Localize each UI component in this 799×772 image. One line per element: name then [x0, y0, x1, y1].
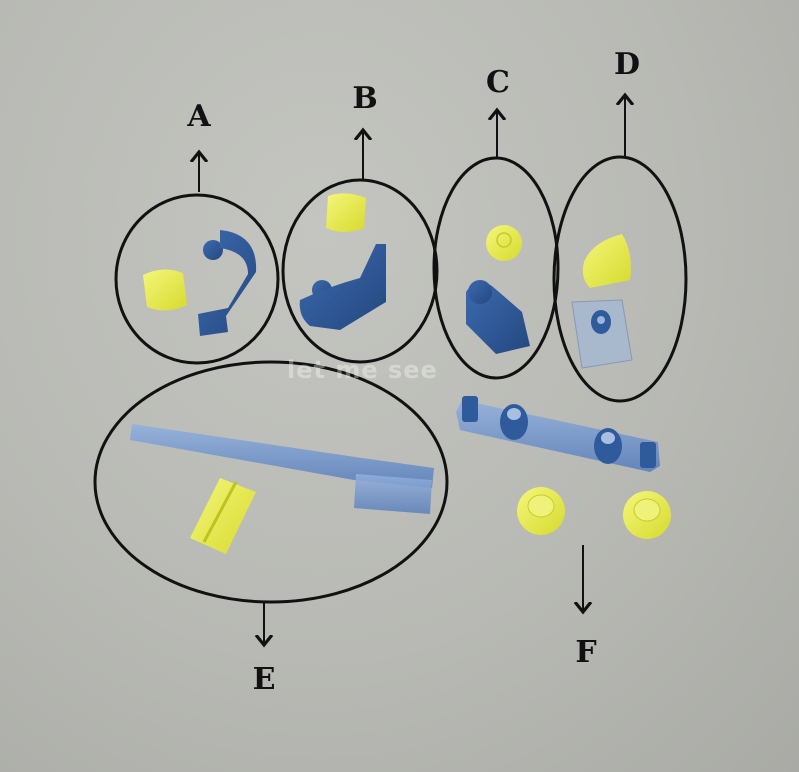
- yellow-block-d: [582, 234, 631, 288]
- group-a: [114, 152, 280, 365]
- group-f: [456, 396, 671, 612]
- clear-rod-e: [130, 424, 434, 488]
- yellow-cylinder-b: [326, 193, 366, 232]
- clear-bar-f: [456, 400, 660, 472]
- blue-arm-b: [299, 244, 386, 330]
- clear-plate-d: [571, 299, 633, 369]
- label-f: F: [575, 635, 597, 670]
- label-a: A: [187, 99, 211, 134]
- group-b: [281, 130, 439, 364]
- group-e: [93, 360, 449, 645]
- group-d: [552, 95, 688, 403]
- label-e: E: [252, 662, 276, 697]
- watermark: let me see: [287, 356, 438, 384]
- group-c: [432, 110, 560, 380]
- yellow-cylinder-a: [143, 269, 187, 311]
- label-d: D: [613, 47, 641, 82]
- yellow-cap-c: [486, 225, 522, 261]
- yellow-grooved-cylinder-e: [190, 478, 256, 554]
- label-c: C: [486, 65, 510, 100]
- label-b: B: [352, 81, 378, 116]
- blue-arm-a: [198, 230, 257, 336]
